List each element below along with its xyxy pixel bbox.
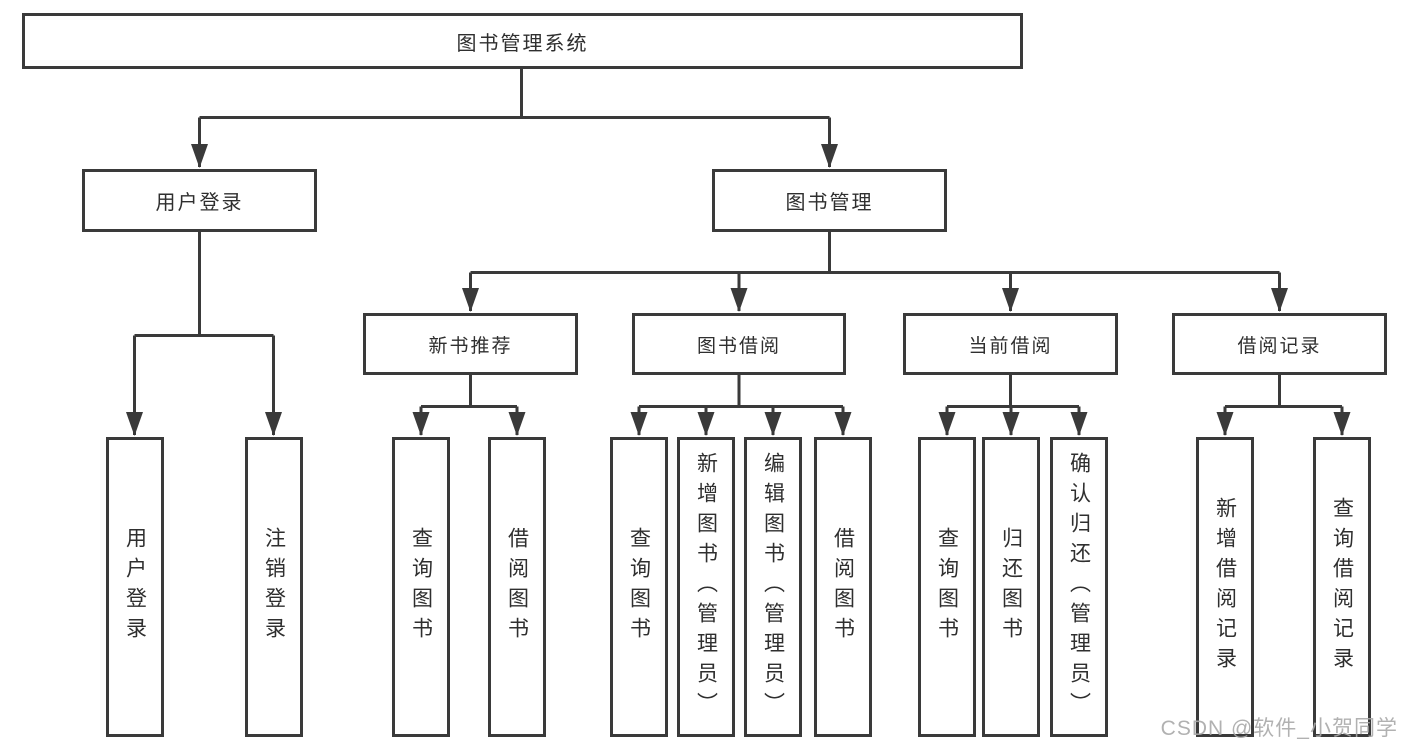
node-label: 当前借阅 xyxy=(968,335,1053,357)
node-query-borrow-record: 查询借阅记录 xyxy=(1313,437,1371,737)
node-label: 借阅图书 xyxy=(505,527,529,647)
connector-borrowing-group xyxy=(639,375,843,408)
node-label: 图书借阅 xyxy=(696,335,781,357)
node-current-borrowing: 当前借阅 xyxy=(903,313,1118,375)
node-label: 新增图书（管理员） xyxy=(694,452,718,722)
node-label: 用户登录 xyxy=(123,527,147,647)
node-label: 借阅图书 xyxy=(831,527,855,647)
node-label: 图书管理系统 xyxy=(456,32,589,55)
node-query-books-current: 查询图书 xyxy=(918,437,976,737)
node-label: 查询借阅记录 xyxy=(1330,497,1354,677)
node-label: 借阅记录 xyxy=(1237,335,1322,357)
node-new-book-recommendation: 新书推荐 xyxy=(363,313,578,375)
node-user-login-branch: 用户登录 xyxy=(82,169,317,232)
node-label: 用户登录 xyxy=(155,192,244,214)
node-label: 新增借阅记录 xyxy=(1213,497,1237,677)
node-edit-books-admin: 编辑图书（管理员） xyxy=(744,437,802,737)
connector-recommendation-group xyxy=(421,375,517,408)
node-user-login: 用户登录 xyxy=(106,437,164,737)
node-label: 查询图书 xyxy=(627,527,651,647)
connector-user-login xyxy=(134,232,274,337)
node-label: 确认归还（管理员） xyxy=(1067,452,1091,722)
node-label: 图书管理 xyxy=(785,192,874,214)
connector-root xyxy=(199,69,830,119)
node-label: 新书推荐 xyxy=(428,335,513,357)
node-confirm-return-admin: 确认归还（管理员） xyxy=(1050,437,1108,737)
node-return-books: 归还图书 xyxy=(982,437,1040,737)
node-label: 归还图书 xyxy=(999,527,1023,647)
node-label: 查询图书 xyxy=(409,527,433,647)
connector-book-management xyxy=(470,232,1280,274)
connector-current-group xyxy=(947,375,1079,408)
node-borrowing-records: 借阅记录 xyxy=(1172,313,1387,375)
node-query-books-borrowing: 查询图书 xyxy=(610,437,668,737)
node-label: 编辑图书（管理员） xyxy=(761,452,785,722)
node-label: 注销登录 xyxy=(262,527,286,647)
node-label: 查询图书 xyxy=(935,527,959,647)
watermark-csdn: CSDN @软件_小贺同学 xyxy=(1160,717,1398,740)
node-book-management: 图书管理 xyxy=(712,169,947,232)
node-query-books-recommend: 查询图书 xyxy=(392,437,450,737)
node-add-books-admin: 新增图书（管理员） xyxy=(677,437,735,737)
node-logout: 注销登录 xyxy=(245,437,303,737)
node-library-management-system: 图书管理系统 xyxy=(22,13,1023,69)
node-borrow-books-recommend: 借阅图书 xyxy=(488,437,546,737)
node-book-borrowing: 图书借阅 xyxy=(632,313,846,375)
node-add-borrow-record: 新增借阅记录 xyxy=(1196,437,1254,737)
node-borrow-books-borrowing: 借阅图书 xyxy=(814,437,872,737)
connector-records-group xyxy=(1225,375,1342,408)
